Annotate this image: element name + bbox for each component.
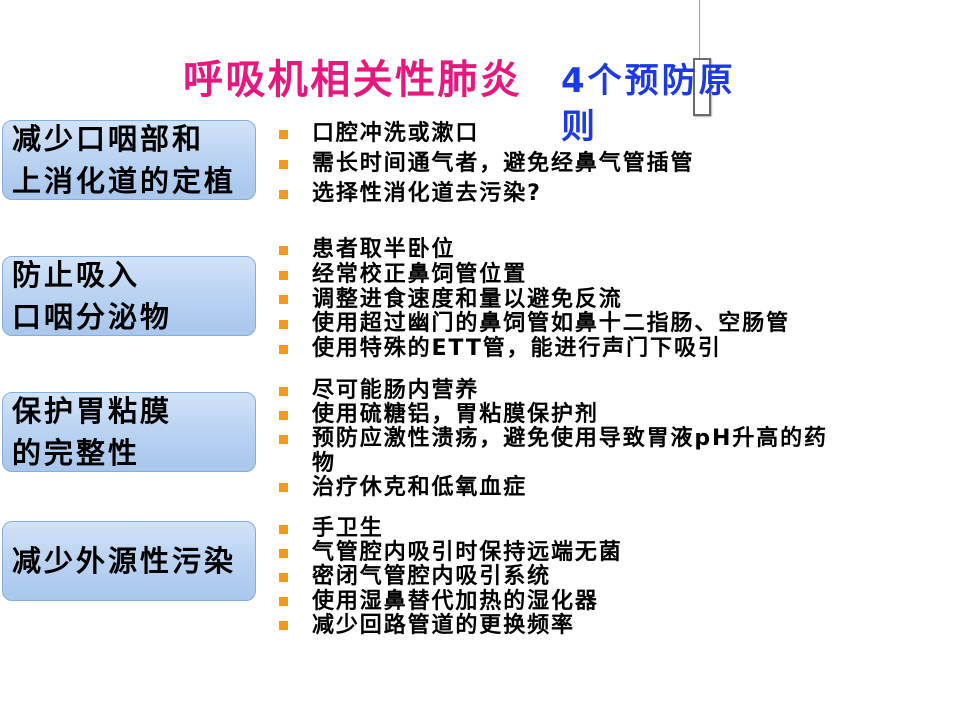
measure-text: 经常校正鼻饲管位置 [312,261,528,287]
measure-item: 经常校正鼻饲管位置 [279,261,834,288]
measure-text: 需长时间通气者，避免经鼻气管插管 [312,151,695,176]
square-bullet-icon [279,345,288,355]
principle-heading-line: 减少口咽部和 [12,122,205,156]
principle-2-measures-list: 患者取半卧位 经常校正鼻饲管位置 调整进食速度和量以避免反流 使用超过幽门的鼻饲… [279,237,834,362]
measure-text: 密闭气管腔内吸引系统 [312,564,552,590]
slide-subtitle: 4个预防原则 [561,61,736,147]
measure-text: 使用硫糖铝，胃粘膜保护剂 [312,402,599,428]
measure-text: 口腔冲洗或漱口 [312,121,480,146]
measure-item: 口腔冲洗或漱口 [279,119,834,149]
measure-item: 治疗休克和低氧血症 [279,474,834,500]
square-bullet-icon [279,320,288,330]
placeholder-marker [693,58,711,116]
square-bullet-icon [279,524,288,534]
measure-text: 使用超过幽门的鼻饲管如鼻十二指肠、空肠管 [312,311,791,337]
principle-heading-line: 防止吸入 [12,258,141,292]
measure-item: 调整进食速度和量以避免反流 [279,286,834,313]
principle-heading-line: 上消化道的定植 [12,164,237,198]
square-bullet-icon [279,621,288,631]
square-bullet-icon [279,159,288,169]
square-bullet-icon [279,483,288,493]
square-bullet-icon [279,270,288,280]
square-bullet-icon [279,245,288,255]
measure-item: 患者取半卧位 [279,237,834,263]
square-bullet-icon [279,548,288,558]
square-bullet-icon [279,386,288,396]
measure-text: 预防应激性溃疡，避免使用导致胃液pH升高的药物 [312,426,828,476]
principle-4-measures-list: 手卫生 气管腔内吸引时保持远端无菌 密闭气管腔内吸引系统 使用湿鼻替代加热的湿化… [279,516,834,638]
square-bullet-icon [279,189,288,199]
slide-title: 呼吸机相关性肺炎 [183,57,523,103]
measure-item: 使用湿鼻替代加热的湿化器 [279,588,834,614]
measure-text: 调整进食速度和量以避免反流 [312,286,623,312]
measure-text: 患者取半卧位 [312,237,456,262]
square-bullet-icon [279,573,288,582]
square-bullet-icon [279,129,288,139]
principle-heading-line: 减少外源性污染 [12,544,237,578]
measure-item: 预防应激性溃疡，避免使用导致胃液pH升高的药物 [279,427,834,475]
square-bullet-icon [279,410,288,420]
principle-box-prevent-aspiration: 防止吸入 口咽分泌物 [2,256,256,336]
measure-item: 选择性消化道去污染? [279,179,834,209]
vertical-guide-line [699,0,700,58]
measure-item: 使用硫糖铝，胃粘膜保护剂 [279,403,834,427]
measure-text: 气管腔内吸引时保持远端无菌 [312,540,623,566]
measure-text: 使用特殊的ETT管，能进行声门下吸引 [312,336,722,362]
measure-item: 使用超过幽门的鼻饲管如鼻十二指肠、空肠管 [279,312,834,337]
measure-item: 气管腔内吸引时保持远端无菌 [279,541,834,565]
square-bullet-icon [279,295,288,305]
measure-text: 手卫生 [312,516,384,541]
measure-text: 使用湿鼻替代加热的湿化器 [312,588,599,614]
principle-heading-line: 口咽分泌物 [12,300,173,334]
measure-item: 减少回路管道的更换频率 [279,612,834,638]
principle-box-oropharynx-colonization: 减少口咽部和 上消化道的定植 [2,120,256,200]
principle-box-external-contamination: 减少外源性污染 [2,521,256,601]
measure-item: 需长时间通气者，避免经鼻气管插管 [279,149,834,179]
measure-item: 尽可能肠内营养 [279,378,834,403]
principle-3-measures-list: 尽可能肠内营养 使用硫糖铝，胃粘膜保护剂 预防应激性溃疡，避免使用导致胃液pH升… [279,378,834,500]
principle-heading-line: 保护胃粘膜 [12,394,173,428]
principle-box-gastric-mucosa: 保护胃粘膜 的完整性 [2,392,256,472]
measure-item: 密闭气管腔内吸引系统 [279,565,834,589]
measure-text: 选择性消化道去污染? [312,181,542,206]
square-bullet-icon [279,435,288,444]
square-bullet-icon [279,597,288,607]
principle-1-measures-list: 口腔冲洗或漱口 需长时间通气者，避免经鼻气管插管 选择性消化道去污染? [279,119,834,209]
measure-text: 治疗休克和低氧血症 [312,474,528,500]
measure-item: 手卫生 [279,516,834,541]
measure-text: 尽可能肠内营养 [312,378,480,403]
measure-text: 减少回路管道的更换频率 [312,612,575,638]
principle-heading-line: 的完整性 [12,436,141,470]
measure-item: 使用特殊的ETT管，能进行声门下吸引 [279,336,834,362]
